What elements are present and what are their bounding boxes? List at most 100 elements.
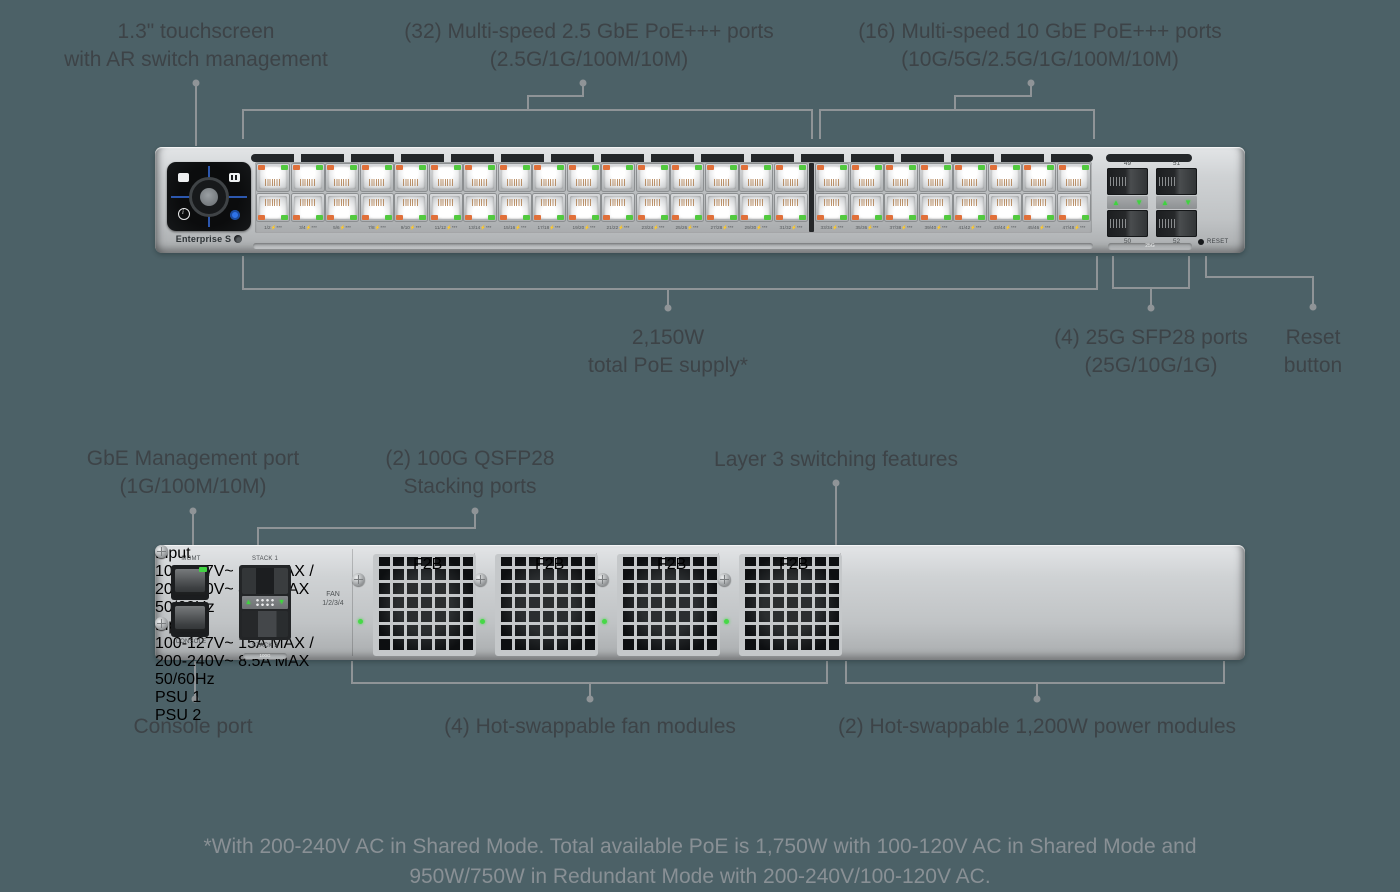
poe-led-orange (955, 215, 962, 220)
link-down-arrow-icon: ▼ (1135, 197, 1143, 207)
callout-dot (192, 79, 200, 87)
stack-speed-badge: 100G (243, 653, 287, 659)
link-led-green (1047, 215, 1054, 220)
screen-display-icon (178, 173, 189, 182)
callout-dot (1027, 79, 1035, 87)
poe-led-orange (1024, 215, 1031, 220)
callout-line (954, 95, 956, 111)
reset-button: RESET (1198, 239, 1229, 245)
screw-icon (155, 617, 168, 630)
poe-led-orange (741, 165, 748, 170)
poe-led-orange (637, 215, 645, 220)
callout-line (1036, 682, 1038, 697)
callout-line (257, 527, 476, 529)
port-pair-label: 37/38⚡*** (889, 225, 913, 231)
port-pair-label: 9/10⚡*** (400, 225, 422, 231)
link-up-arrow-icon: ▲ (245, 599, 252, 606)
callout-line (528, 95, 584, 97)
link-led-green (764, 165, 771, 170)
callout-10g-line1: (16) Multi-speed 10 GbE PoE+++ ports (858, 20, 1222, 43)
link-led-green (1012, 165, 1020, 170)
rj45-port-pair: 9/10⚡*** (394, 163, 428, 232)
rj45-port (739, 163, 773, 192)
callout-10g-line2: (10G/5G/2.5G/1G/100M/10M) (901, 48, 1179, 71)
rj45-port (670, 163, 704, 192)
fan-status-led (358, 619, 363, 624)
rj45-port (918, 193, 953, 222)
callout-stacking-line2: Stacking ports (403, 475, 537, 498)
rj45-port (325, 163, 359, 192)
rj45-port (953, 163, 987, 192)
rj45-port (884, 193, 918, 222)
stack-led-grid (255, 598, 275, 607)
callout-line (811, 109, 813, 139)
port-pair-label: 43/44⚡*** (992, 225, 1017, 231)
stack-status-strip: ▲ ▼ (242, 596, 288, 609)
fan-grille: F2B (739, 554, 842, 656)
rj45-port-pair: 25/26⚡*** (670, 163, 704, 232)
brand-text: Enterprise S (175, 234, 232, 244)
rj45-port-pair: 11/12⚡*** (428, 163, 463, 232)
rj45-port (884, 163, 918, 192)
poe-led-orange (258, 165, 265, 170)
port-pair-label: 41/42⚡*** (958, 225, 982, 231)
poe-led-orange (706, 215, 714, 220)
port-pair-label: 7/8⚡*** (367, 225, 386, 231)
reset-button-icon (1198, 239, 1204, 245)
poe-led-orange (430, 165, 438, 170)
rj45-port (815, 193, 849, 222)
poe-led-orange (706, 165, 714, 170)
poe-led-orange (775, 215, 783, 220)
callout-line (242, 288, 1098, 290)
link-up-arrow-icon: ▲ (1112, 197, 1120, 207)
callout-line (192, 514, 194, 545)
link-led-green (729, 215, 737, 220)
callout-poe-line2: total PoE supply* (588, 354, 748, 377)
callout-sfp-line1: (4) 25G SFP28 ports (1054, 326, 1248, 349)
callout-mgmt-line2: (1G/100M/10M) (119, 475, 267, 498)
stack2-label: STACK 2 (252, 643, 278, 649)
callout-psu-modules: (2) Hot-swappable 1,200W power modules (838, 713, 1236, 741)
sfp-port-number: 52 (1172, 238, 1181, 245)
rj45-port (566, 193, 601, 222)
callout-sfp-line2: (25G/10G/1G) (1084, 354, 1218, 377)
link-led-green (1081, 215, 1089, 220)
link-led-green (978, 165, 985, 170)
link-led-green (419, 215, 426, 220)
port-pair-label: 47/48⚡*** (1061, 225, 1086, 231)
rj45-port-pair: 15/16⚡*** (497, 163, 532, 232)
console-label: CONSOLE (175, 639, 207, 645)
rj45-port (463, 193, 497, 222)
port-pair-label: 29/30⚡*** (744, 225, 768, 231)
fan-airflow-label: F2B (779, 556, 809, 573)
poe-led-orange (920, 165, 928, 170)
vent-slots (251, 154, 1093, 162)
rj45-port (704, 163, 739, 192)
link-led-green (384, 215, 392, 220)
callout-line (195, 86, 197, 146)
callout-line (1096, 256, 1098, 290)
link-led-green (419, 165, 426, 170)
callout-line (1030, 86, 1032, 97)
rj45-port-pair: 19/20⚡*** (566, 163, 601, 232)
fan-grille: F2B (495, 554, 598, 656)
callout-line (1150, 287, 1152, 306)
callout-dot (1033, 695, 1041, 703)
link-led-green (943, 165, 951, 170)
callout-dot (586, 695, 594, 703)
callout-line (1223, 661, 1225, 684)
callout-dot (1309, 303, 1317, 311)
sfp-status-strip: ▲▼ (1156, 196, 1197, 209)
link-led-green (798, 165, 806, 170)
fan-status-led (480, 619, 485, 624)
link-led-green (557, 215, 564, 220)
callout-line (667, 288, 669, 306)
rj45-port-pair: 45/46⚡*** (1022, 163, 1056, 232)
poe-led-orange (327, 215, 334, 220)
port-pair-label: 31/32⚡*** (778, 225, 803, 231)
reset-label: RESET (1207, 239, 1229, 245)
callout-line (242, 256, 244, 290)
poe-led-orange (851, 165, 859, 170)
callout-line (1188, 256, 1190, 289)
brand-label: Enterprise S (161, 234, 257, 244)
